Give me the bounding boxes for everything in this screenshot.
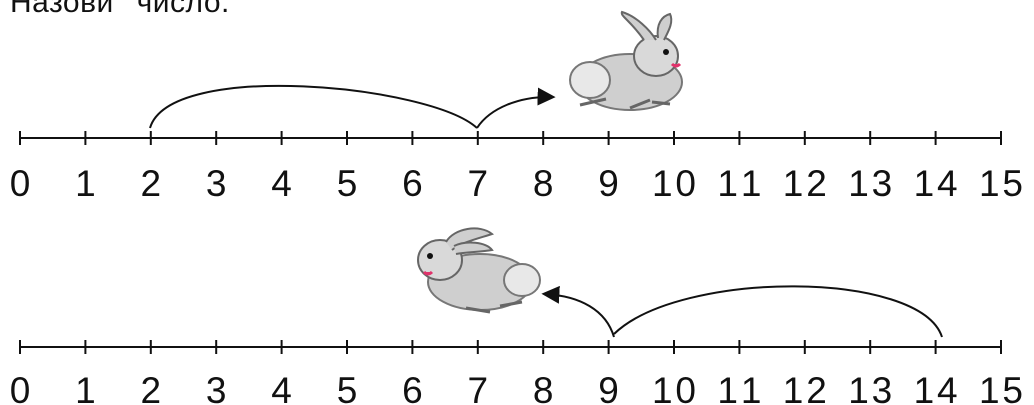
tick-label: 5 <box>337 163 358 204</box>
tick-label: 2 <box>141 163 162 204</box>
tick-label: 7 <box>468 370 489 405</box>
tick-label: 0 <box>10 370 31 405</box>
tick-label: 13 <box>848 370 892 405</box>
tick-label: 10 <box>652 370 696 405</box>
tick-label: 3 <box>206 163 227 204</box>
tick-label: 8 <box>533 163 554 204</box>
tick-label: 11 <box>717 370 761 405</box>
tick-label: 4 <box>271 370 292 405</box>
tick-label: 3 <box>206 370 227 405</box>
tick-label: 11 <box>717 163 761 204</box>
arrow-icon <box>545 294 614 337</box>
arrow-icon <box>477 97 552 128</box>
tick-label: 2 <box>141 370 162 405</box>
tick-label: 13 <box>848 163 892 204</box>
tick-label: 14 <box>914 163 958 204</box>
tick-label: 15 <box>979 163 1023 204</box>
tick-label: 1 <box>75 370 96 405</box>
tick-label: 6 <box>402 370 423 405</box>
tick-label: 5 <box>337 370 358 405</box>
tick-label: 10 <box>652 163 696 204</box>
tick-label: 6 <box>402 163 423 204</box>
tick-label: 0 <box>10 163 31 204</box>
rabbit-icon <box>418 228 540 312</box>
tick-label: 15 <box>979 370 1023 405</box>
tick-label: 12 <box>783 370 827 405</box>
jump-arc <box>614 286 942 337</box>
tick-label: 9 <box>598 163 619 204</box>
tick-label: 7 <box>468 163 489 204</box>
tick-label: 14 <box>914 370 958 405</box>
tick-label: 9 <box>598 370 619 405</box>
tick-label: 1 <box>75 163 96 204</box>
tick-label: 4 <box>271 163 292 204</box>
tick-label: 8 <box>533 370 554 405</box>
jump-arc <box>150 86 477 128</box>
rabbit-icon <box>570 12 682 110</box>
tick-label: 12 <box>783 163 827 204</box>
